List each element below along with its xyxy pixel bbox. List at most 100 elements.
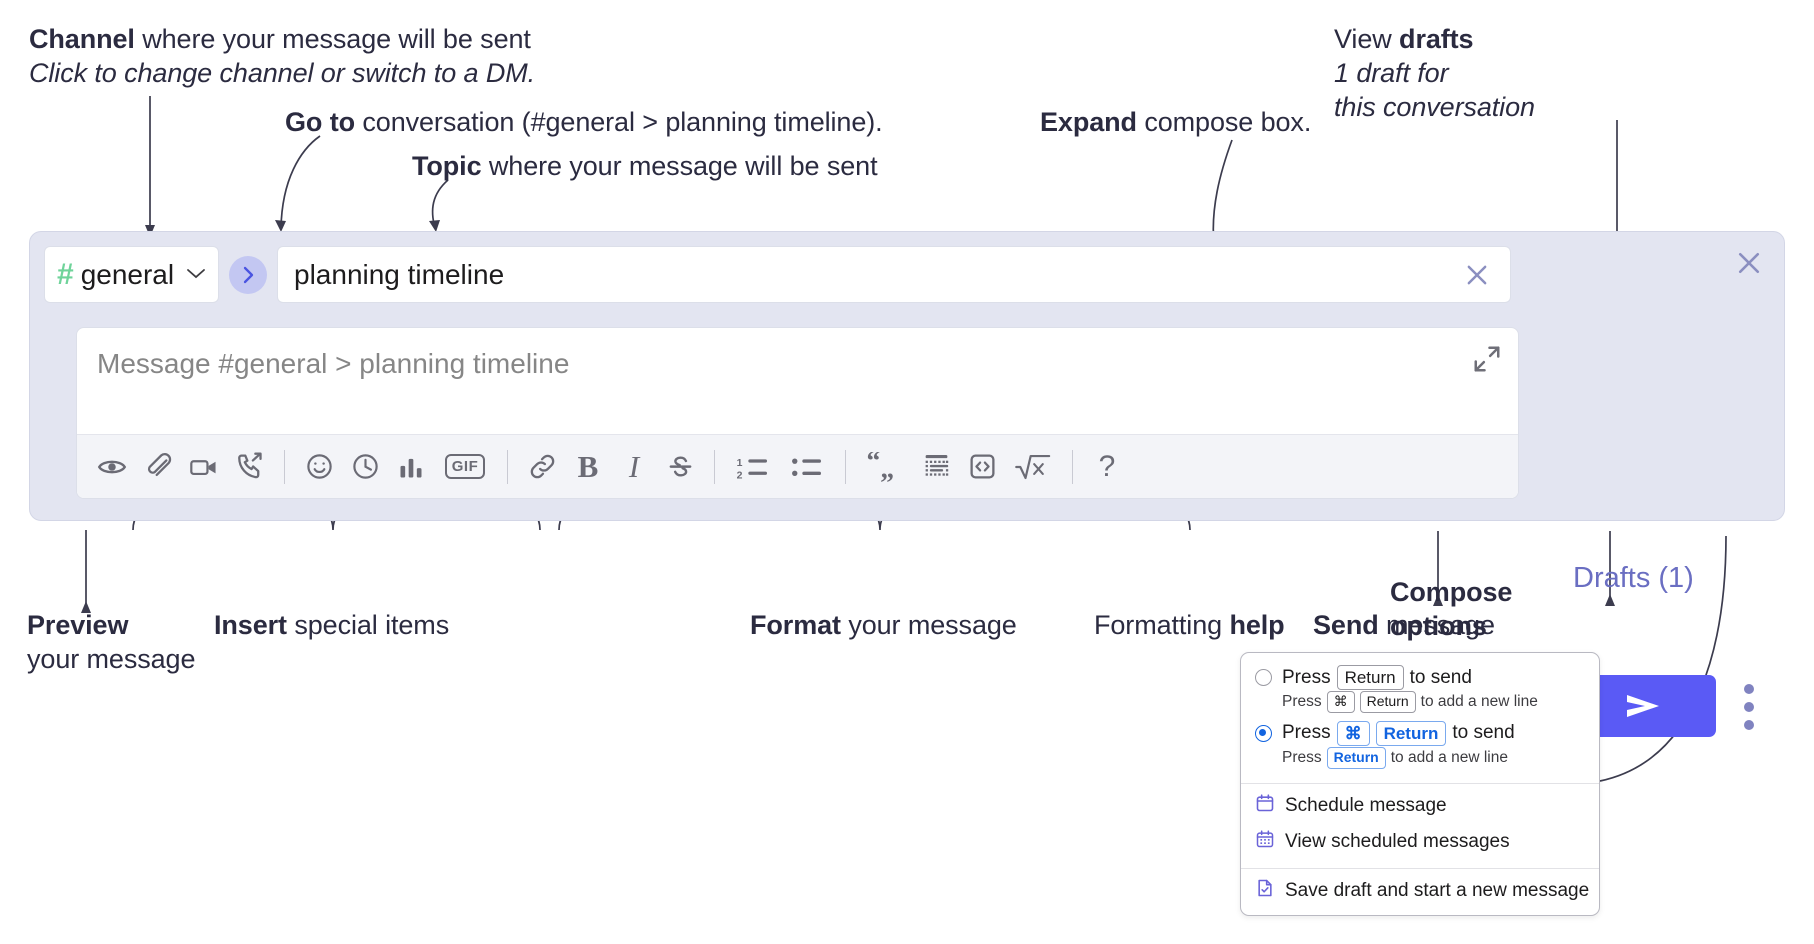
divider (845, 449, 846, 484)
radio-button-selected[interactable] (1255, 724, 1272, 742)
svg-text:1: 1 (737, 456, 743, 468)
close-icon[interactable] (1732, 246, 1766, 280)
annotation-insert: Insert special items (214, 608, 449, 642)
annotation-goto-bold: Go to (285, 107, 355, 137)
key-return: Return (1375, 720, 1447, 746)
help-icon[interactable]: ? (1084, 444, 1130, 490)
annotation-help-pre: Formatting (1094, 610, 1230, 640)
save-draft-icon (1255, 878, 1275, 904)
annotation-help: Formatting help (1094, 608, 1285, 642)
more-options-icon[interactable] (1738, 684, 1760, 730)
menu-item-label: View scheduled messages (1285, 830, 1510, 852)
topic-input[interactable]: planning timeline (277, 246, 1511, 303)
key-command: ⌘ (1326, 691, 1355, 713)
kebab-dot (1744, 684, 1754, 694)
close-icon[interactable] (1460, 258, 1494, 292)
strikethrough-icon[interactable] (657, 444, 703, 490)
menu-suboption-newline: Press Return to add a new line (1241, 746, 1599, 775)
key-command: ⌘ (1336, 720, 1370, 746)
annotation-topic: Topic where your message will be sent (412, 149, 878, 183)
message-input[interactable]: Message #general > planning timeline (97, 348, 570, 379)
option-pre: Press (1282, 666, 1331, 688)
option-pre: Press (1282, 722, 1331, 744)
key-return: Return (1336, 665, 1404, 691)
svg-text:2: 2 (737, 469, 743, 480)
radio-button[interactable] (1255, 669, 1272, 687)
italic-icon[interactable]: I (611, 444, 657, 490)
annotation-help-bold: help (1229, 610, 1285, 640)
formatting-toolbar: GIF B I (77, 434, 1518, 498)
preview-icon[interactable] (89, 444, 135, 490)
annotation-goto: Go to conversation (#general > planning … (285, 105, 883, 139)
annotation-format-rest: your message (840, 610, 1017, 640)
divider (1072, 449, 1073, 484)
gif-icon[interactable]: GIF (434, 444, 496, 490)
bulleted-list-icon[interactable] (780, 444, 834, 490)
annotation-goto-rest: conversation (#general > planning timeli… (354, 107, 883, 137)
divider (714, 449, 715, 484)
annotation-insert-rest: special items (286, 610, 450, 640)
annotation-drafts-sub2: this conversation (1334, 92, 1535, 123)
option-post: to send (1409, 666, 1472, 688)
suboption-post: to add a new line (1390, 748, 1508, 766)
compose-box: # general planning timeline Message #gen… (29, 231, 1785, 737)
calendar-clock-icon (1255, 793, 1275, 819)
phone-forward-icon[interactable] (227, 444, 273, 490)
compose-header-row: # general planning timeline (44, 246, 1511, 303)
menu-divider (1241, 782, 1599, 784)
code-icon[interactable] (959, 444, 1005, 490)
help-label: ? (1098, 449, 1116, 483)
option-post: to send (1452, 722, 1515, 744)
svg-text:„: „ (880, 452, 894, 482)
ordered-list-icon[interactable]: 1 2 (726, 444, 780, 490)
annotation-preview: Preview your message (27, 608, 195, 676)
channel-selector[interactable]: # general (44, 246, 219, 303)
menu-item-save-draft[interactable]: Save draft and start a new message (1241, 873, 1599, 909)
italic-label: I (628, 448, 640, 484)
code-block-icon[interactable] (913, 444, 959, 490)
menu-option-return-to-send[interactable]: Press Return to send (1241, 663, 1599, 691)
annotation-send-rest: message (1378, 610, 1495, 640)
annotation-channel-bold: Channel (29, 24, 135, 54)
link-icon[interactable] (519, 444, 565, 490)
emoji-icon[interactable] (296, 444, 342, 490)
expand-icon[interactable] (1472, 344, 1502, 374)
menu-item-schedule-message[interactable]: Schedule message (1241, 788, 1599, 824)
compose-options-menu: Press Return to send Press ⌘ Return to a… (1240, 652, 1600, 916)
topic-value: planning timeline (294, 258, 505, 290)
annotation-expand: Expand compose box. (1040, 105, 1311, 139)
suboption-pre: Press (1282, 748, 1322, 766)
divider (284, 449, 285, 484)
key-return: Return (1326, 747, 1386, 769)
clock-icon[interactable] (342, 444, 388, 490)
annotation-drafts-pre: View (1334, 24, 1400, 54)
attachment-icon[interactable] (135, 444, 181, 490)
kebab-dot (1744, 702, 1754, 712)
blockquote-icon[interactable]: “ „ (857, 444, 913, 490)
math-icon[interactable] (1005, 444, 1061, 490)
menu-item-view-scheduled-messages[interactable]: View scheduled messages (1241, 824, 1599, 860)
bold-label: B (577, 448, 599, 484)
bar-chart-icon[interactable] (388, 444, 434, 490)
key-return: Return (1359, 691, 1416, 713)
annotation-expand-rest: compose box. (1136, 107, 1312, 137)
annotation-preview-line2: your message (27, 644, 196, 675)
go-to-conversation-button[interactable] (229, 255, 267, 294)
menu-suboption-newline: Press ⌘ Return to add a new line (1241, 690, 1599, 719)
annotation-expand-bold: Expand (1040, 107, 1137, 137)
menu-option-cmd-return-to-send[interactable]: Press ⌘ Return to send (1241, 719, 1599, 746)
annotation-drafts-bold: drafts (1399, 24, 1474, 54)
annotation-compose-options-bold2: options (1390, 611, 1487, 642)
annotation-topic-bold: Topic (412, 151, 482, 181)
video-camera-icon[interactable] (181, 444, 227, 490)
drafts-link[interactable]: Drafts (1) (1573, 562, 1694, 594)
bold-icon[interactable]: B (565, 444, 611, 490)
annotation-send-bold: Send (1313, 610, 1379, 640)
message-card: Message #general > planning timeline (76, 327, 1519, 499)
annotation-format-bold: Format (750, 610, 841, 640)
annotation-insert-bold: Insert (214, 610, 287, 640)
calendar-grid-icon (1255, 829, 1275, 855)
annotation-channel: Channel where your message will be sent … (29, 22, 535, 90)
annotation-drafts: View drafts 1 draft for this conversatio… (1334, 22, 1535, 124)
annotation-channel-rest: where your message will be sent (134, 24, 531, 54)
